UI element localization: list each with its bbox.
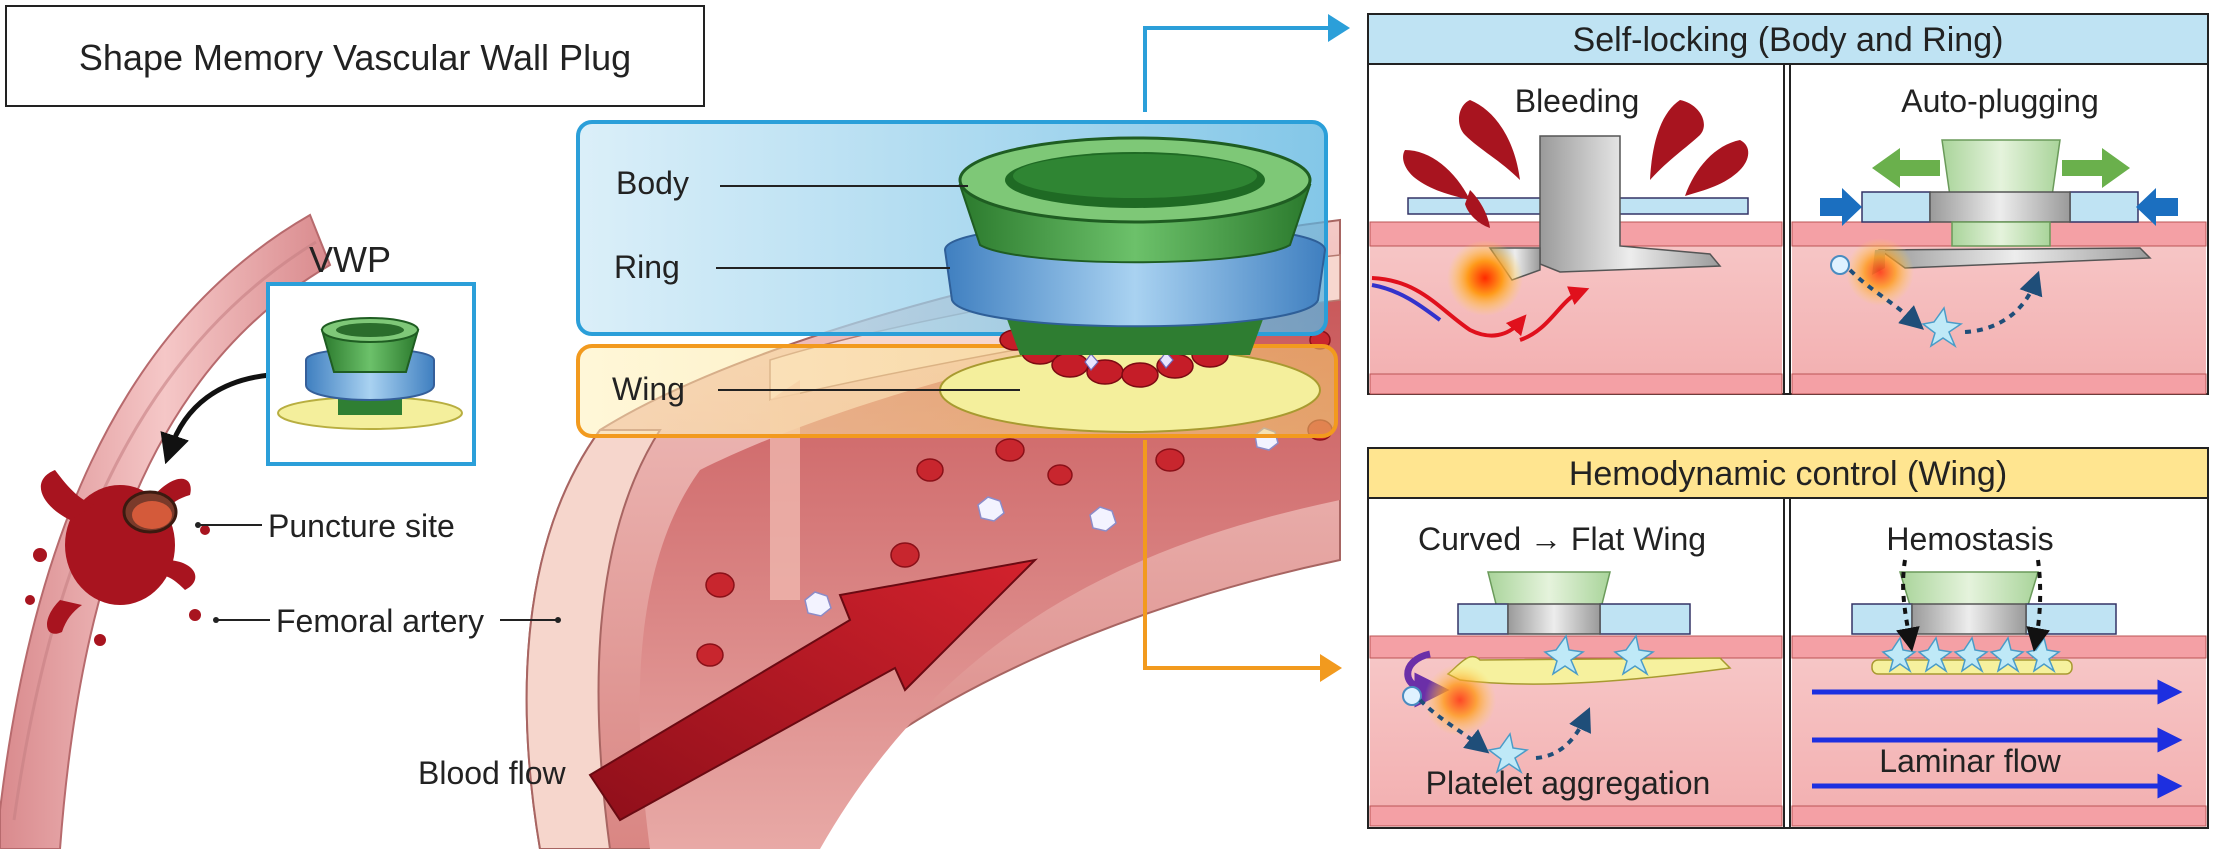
- curved-wing-icon: [1446, 655, 1732, 685]
- body-label: Body: [616, 165, 689, 201]
- compress-right-arrow-icon: [2136, 188, 2178, 226]
- laminar-flow-caption: Laminar flow: [1879, 743, 2061, 779]
- center-labels: Body Ring Wing Blood flow: [418, 165, 1020, 791]
- vwp-label: VWP: [309, 239, 391, 280]
- self-locking-header-text: Self-locking (Body and Ring): [1573, 21, 2004, 59]
- hemostasis-caption: Hemostasis: [1886, 521, 2053, 557]
- hemodynamic-header-text: Hemodynamic control (Wing): [1569, 455, 2007, 493]
- orange-connector-arrow-icon: [1320, 654, 1342, 682]
- auto-plugging-caption: Auto-plugging: [1901, 83, 2098, 119]
- page-title: Shape Memory Vascular Wall Plug: [79, 37, 631, 78]
- vwp-inset: VWP: [266, 239, 476, 466]
- bleeding-spurts-icon: [1403, 100, 1749, 228]
- self-locking-panel: Self-locking (Body and Ring) Bleeding: [1367, 13, 2209, 395]
- left-labels: Puncture site Femoral artery: [195, 508, 484, 639]
- plug-illustration: [939, 136, 1327, 433]
- blue-connector-arrow-icon: [1328, 14, 1350, 42]
- curved-flat-wing-caption: Curved → Flat Wing: [1418, 521, 1706, 557]
- bleeding-glow-icon: [1447, 240, 1523, 316]
- body-cross-section-icon: [1539, 135, 1722, 273]
- bleeding-caption: Bleeding: [1515, 83, 1640, 119]
- title-box: Shape Memory Vascular Wall Plug: [5, 5, 705, 107]
- blood-flow-arrow-icon: [588, 558, 1038, 822]
- wing-curl-arrow-icon: [1404, 650, 1450, 708]
- curved-flat-wing-subpanel: Curved → Flat Wing Platelet aggregation: [1369, 521, 1783, 827]
- blood-flow-label: Blood flow: [418, 755, 567, 791]
- femoral-artery-label: Femoral artery: [276, 603, 484, 639]
- expand-left-arrow-icon: [1872, 148, 1940, 188]
- femoral-artery-illustration: [0, 213, 332, 850]
- compress-left-arrow-icon: [1820, 188, 1862, 226]
- connector-arrows: [1143, 14, 1350, 682]
- platelet-aggregation-caption: Platelet aggregation: [1426, 765, 1711, 801]
- wing-label: Wing: [612, 371, 685, 407]
- self-locking-header: [1367, 13, 2209, 65]
- auto-plugging-subpanel: Auto-plugging: [1791, 83, 2207, 395]
- expand-right-arrow-icon: [2062, 148, 2130, 188]
- hemodynamic-panel: Hemodynamic control (Wing) Curved → Flat…: [1367, 447, 2209, 829]
- hemodynamic-header: [1367, 447, 2209, 499]
- ring-label: Ring: [614, 249, 680, 285]
- puncture-site-label: Puncture site: [268, 508, 455, 544]
- hemostasis-subpanel: Hemostasis Laminar flow: [1791, 521, 2207, 827]
- insert-arrow-icon: [160, 372, 271, 465]
- bleeding-subpanel: Bleeding: [1369, 83, 1783, 395]
